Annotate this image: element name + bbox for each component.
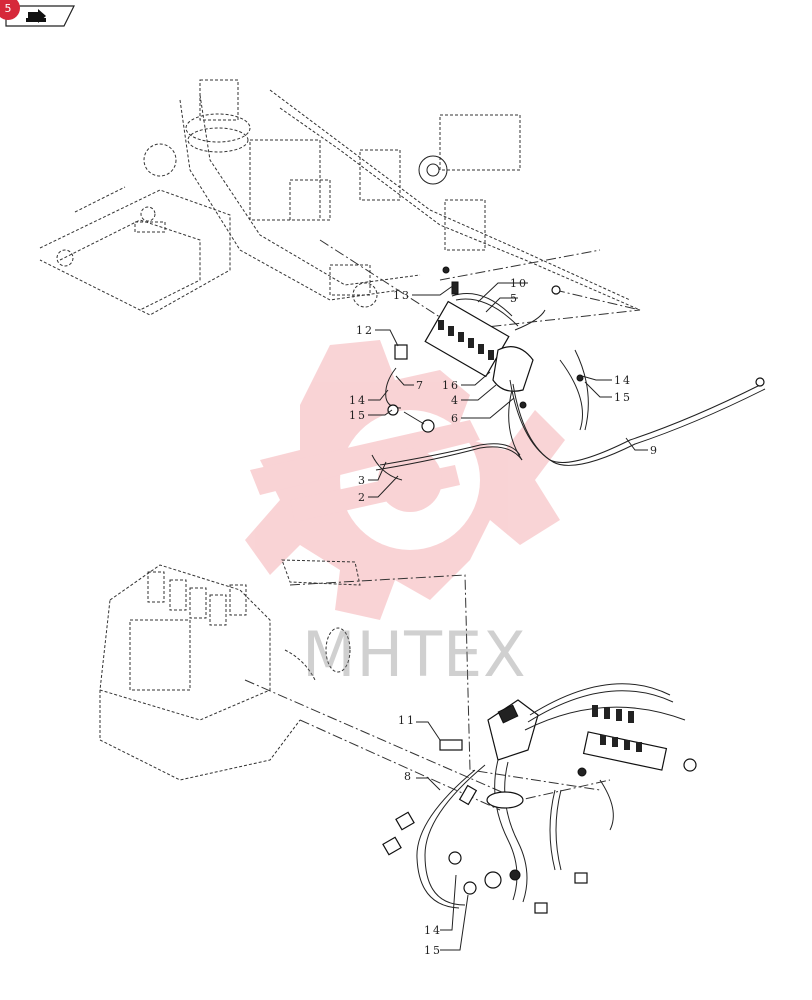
lower-hose-harness [382, 683, 697, 914]
callout-5: 5 [510, 292, 519, 305]
callout-2: 2 [358, 491, 367, 504]
watermark-text: МНТЕХ [302, 618, 527, 691]
callout-15-upper-left: 15 [349, 409, 367, 422]
callout-labels: 13 10 5 12 7 16 4 6 14 15 14 15 9 3 2 11… [349, 277, 659, 957]
lower-leaders [244, 574, 611, 811]
callout-14-lower: 14 [424, 924, 442, 937]
callout-14-upper-right: 14 [614, 374, 632, 387]
callout-11: 11 [398, 714, 416, 727]
lower-valve-block-assembly [99, 559, 361, 781]
upper-frame-assembly [39, 79, 641, 316]
callout-15-upper-right: 15 [614, 391, 632, 404]
callout-9: 9 [650, 444, 659, 457]
callout-13: 13 [393, 289, 411, 302]
lower-callout-leaders [416, 721, 469, 951]
callout-4: 4 [451, 394, 460, 407]
page-badge: 5 [0, 0, 20, 20]
callout-6: 6 [451, 412, 460, 425]
next-page-button[interactable]: 5 [0, 0, 76, 28]
callout-12: 12 [356, 324, 374, 337]
callout-7: 7 [416, 379, 425, 392]
upper-hose-harness [371, 266, 766, 481]
callout-8: 8 [404, 770, 413, 783]
watermark-gear-logo [245, 340, 565, 620]
callout-14-upper-left: 14 [349, 394, 367, 407]
callout-15-lower: 15 [424, 944, 442, 957]
callout-3: 3 [358, 474, 367, 487]
callout-16: 16 [442, 379, 460, 392]
upper-assembly-leaders [319, 239, 641, 331]
callout-10: 10 [510, 277, 528, 290]
upper-callout-leaders [368, 282, 648, 498]
